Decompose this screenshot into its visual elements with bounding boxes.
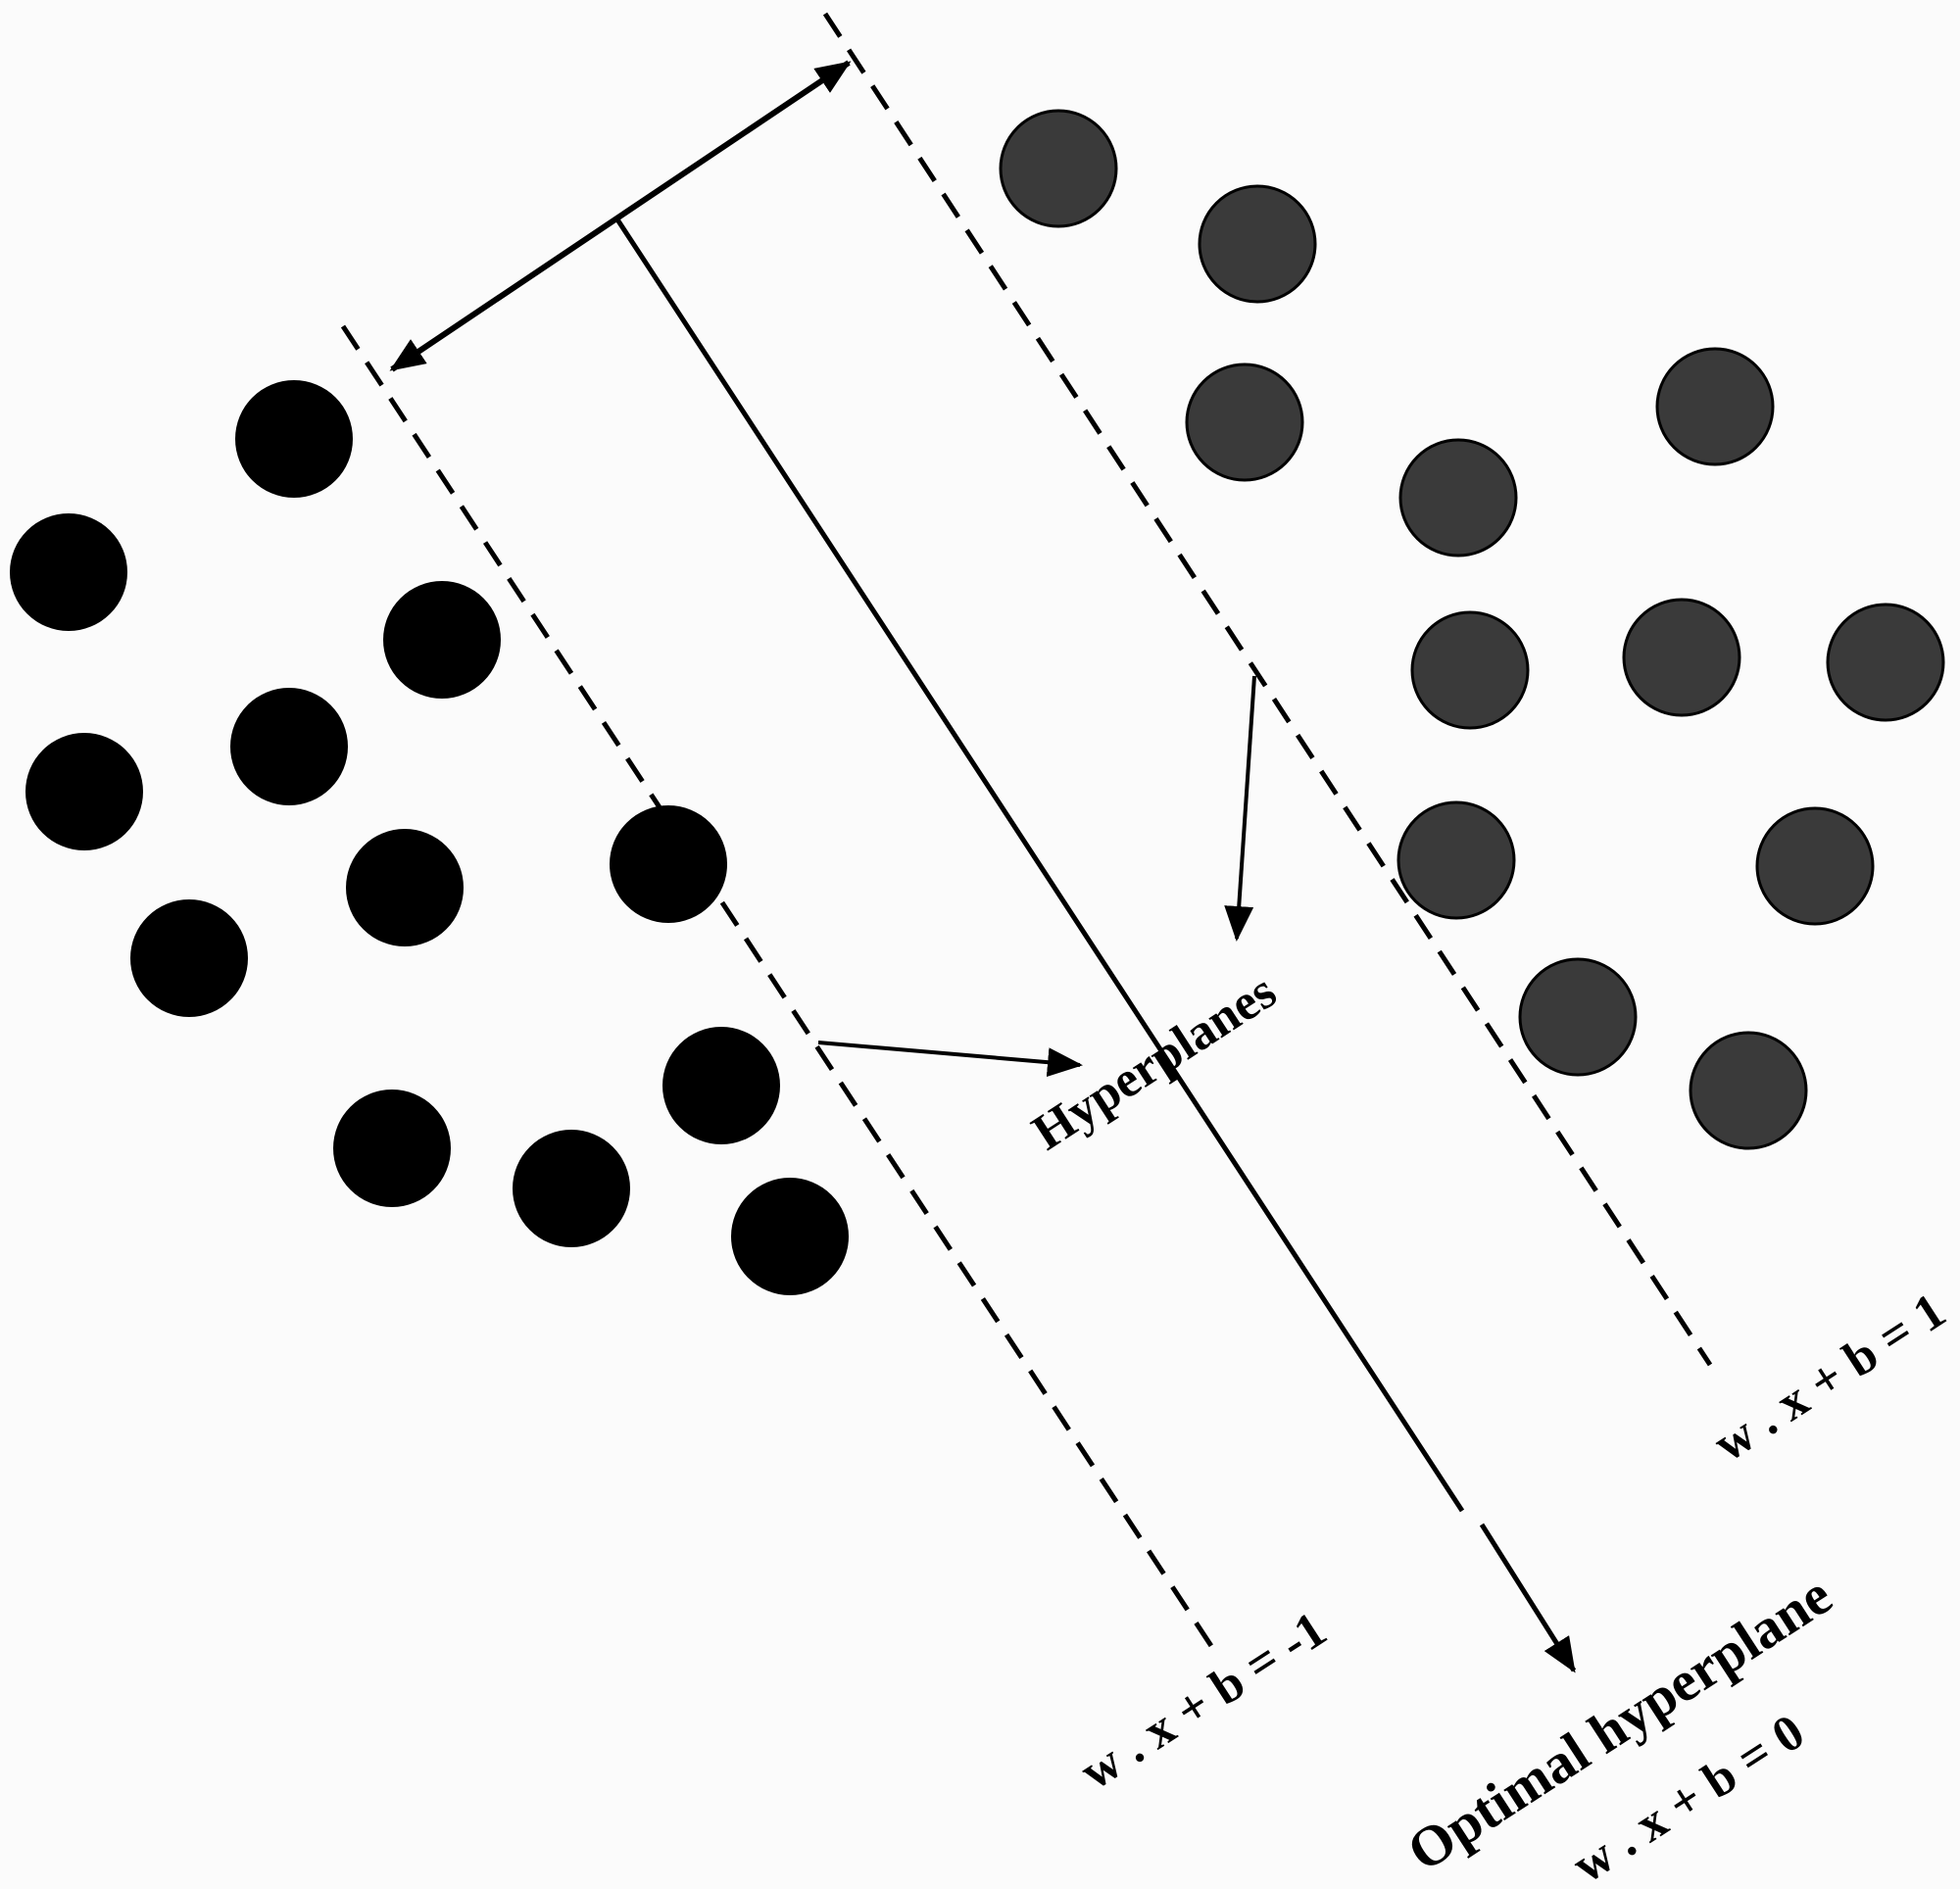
data-point — [662, 1027, 780, 1144]
margin-width-arrow — [389, 60, 852, 372]
positive-margin-equation-label: w . x + b = 1 — [1704, 1283, 1955, 1473]
hyperplane-pointer-arrow-right — [1224, 675, 1256, 942]
negative-class-points — [10, 380, 849, 1295]
data-point — [1396, 800, 1516, 920]
data-point — [1622, 598, 1741, 717]
data-point — [1826, 603, 1945, 722]
data-point — [1655, 347, 1775, 466]
data-point — [999, 109, 1118, 228]
data-point — [333, 1090, 451, 1207]
data-point — [731, 1178, 849, 1295]
data-point — [1398, 438, 1518, 557]
data-point — [513, 1130, 630, 1247]
data-point — [25, 733, 143, 850]
optimal-hyperplane-pointer-arrow — [1479, 1523, 1577, 1673]
data-point — [1755, 806, 1875, 926]
data-point — [346, 829, 464, 946]
data-point — [10, 513, 127, 631]
data-point — [235, 380, 353, 498]
data-point — [1198, 184, 1317, 304]
hyperplane-pointer-arrow-left — [817, 1041, 1083, 1078]
data-point — [1518, 957, 1638, 1077]
data-point — [130, 899, 248, 1017]
data-point — [383, 581, 501, 699]
data-point — [610, 805, 727, 923]
negative-margin-hyperplane — [340, 324, 1216, 1651]
positive-class-points — [999, 109, 1945, 1150]
optimal-hyperplane — [614, 218, 1465, 1513]
data-point — [230, 688, 348, 805]
data-point — [1185, 363, 1304, 482]
positive-margin-hyperplane — [822, 12, 1713, 1367]
data-point — [1689, 1031, 1808, 1150]
data-point — [1410, 610, 1530, 730]
